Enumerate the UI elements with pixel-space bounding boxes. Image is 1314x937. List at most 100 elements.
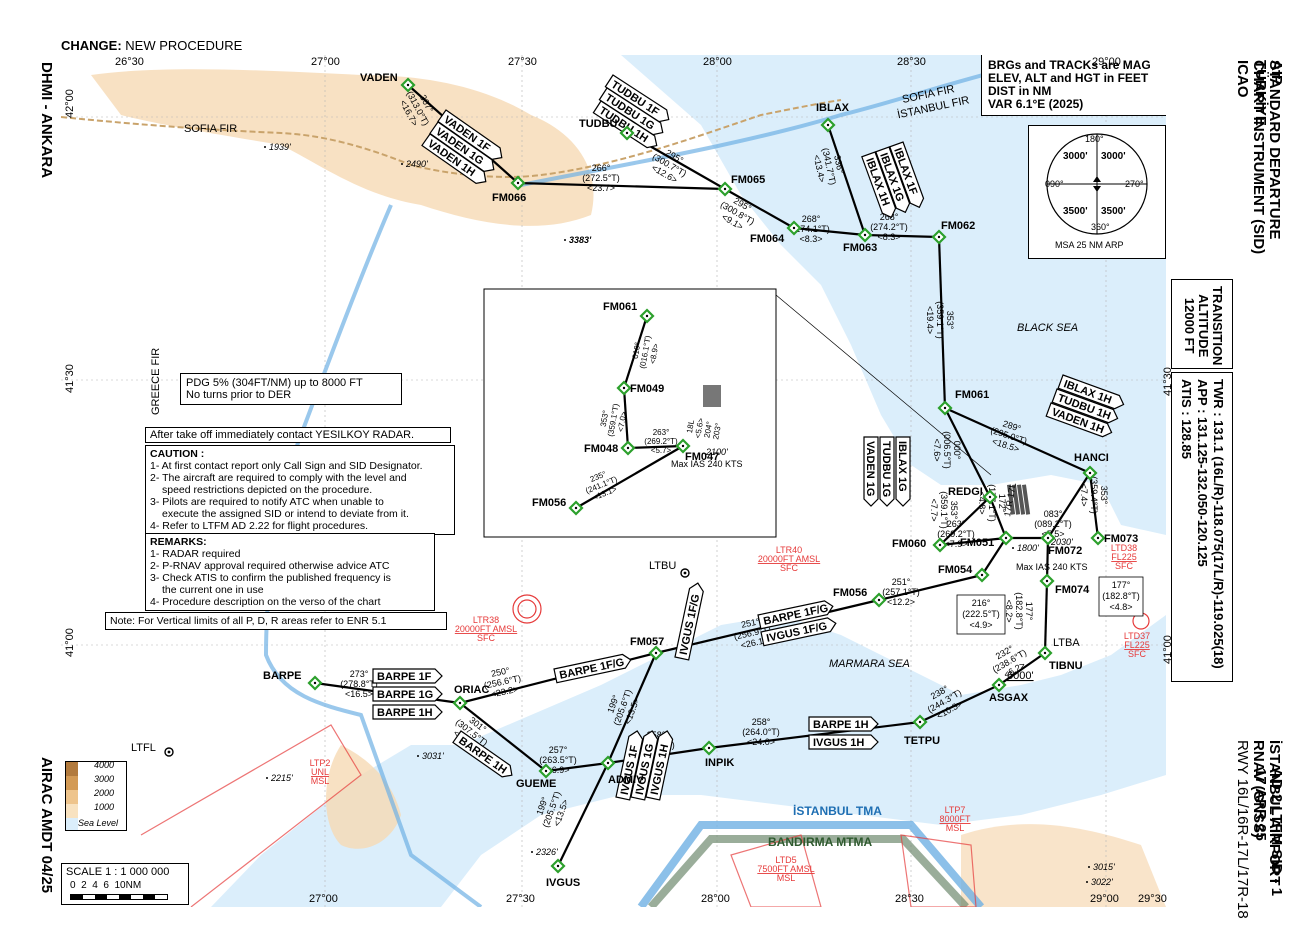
airac-label: AIRAC AMDT 04/25 <box>38 757 55 894</box>
elev-1: 2490' <box>405 159 428 169</box>
tag-ivgus-1h-b-shape <box>645 730 674 801</box>
seg-label-tibnu_fm074: 177°(182.8°T)<8.2> <box>1004 592 1034 630</box>
seg-text-fm054_fm056-1: (257.1°T) <box>882 587 920 597</box>
inset-waypoint-fm056: FM056 <box>532 497 584 516</box>
area-ltd5-0: LTD5 <box>775 855 796 865</box>
chart-type-2: CHART INSTRUMENT (SID) <box>1250 60 1267 255</box>
rwy-list: RWY 16L/16R-17L/17R-18 <box>1234 740 1251 919</box>
waypoint-admiv: ADMIV <box>600 755 644 786</box>
seg-text-oriac_barpe-2: <16.5> <box>345 689 373 699</box>
tag-iblax-1h-shape <box>861 151 897 219</box>
waypoint-inpik-dot <box>707 746 711 750</box>
change-label: CHANGE: <box>61 38 122 53</box>
waypoint-admiv-label: ADMIV <box>608 774 644 786</box>
caution-3b: execute the assigned SID or intend to de… <box>162 508 409 520</box>
inset-waypoint-fm049-dot <box>622 386 626 390</box>
caution-4: 4- Refer to LTFM AD 2.22 for flight proc… <box>150 520 369 532</box>
waypoint-fm054: FM054 <box>938 564 990 583</box>
msa-brg-right: 270° <box>1125 179 1144 189</box>
waypoint-fm060-label: FM060 <box>892 538 926 550</box>
label-bandirma-mtma: BANDIRMA MTMA <box>768 835 873 849</box>
waypoints-layer: VADENFM066TUDBUFM065IBLAXFM064FM063FM062… <box>263 72 1138 889</box>
seg-text-oriac_barpe-1: (278.8°T) <box>340 679 378 689</box>
msa-alt-sw: 3500' <box>1063 206 1088 217</box>
restricted-areas <box>140 594 1150 907</box>
waypoint-fm051: FM051 <box>960 530 1014 549</box>
tag-tudbu-1f-shape <box>604 74 670 123</box>
elev-dot-9 <box>1012 547 1014 549</box>
chart-id: AD 2 LTFM SID - 1 <box>1268 768 1285 897</box>
seg-label-fm063_fm064: 268°(274.1°T)<8.3> <box>792 214 830 244</box>
seg-text-fm072_hanci-1: (089.2°T) <box>1034 519 1072 529</box>
area-ltd37-2: SFC <box>1128 649 1147 659</box>
grat-top-4: 28°30 <box>897 56 926 68</box>
area-ltp2-2: MSL <box>311 776 330 786</box>
waypoint-gueme: GUEME <box>516 763 556 790</box>
waypoint-hanci: HANCI <box>1074 452 1109 481</box>
tag-ivgus-1fg-b-shape <box>760 617 837 647</box>
area-ltr38-2: SFC <box>477 633 496 643</box>
runway-0 <box>1007 484 1016 515</box>
msa-brg-top: 180° <box>1085 134 1104 144</box>
seg-text-oriac_barpe-0: 273° <box>350 669 369 679</box>
vertical-limits-note: Note: For Vertical limits of all P, D, R… <box>105 612 447 630</box>
inset-waypoint-fm061-label: FM061 <box>603 301 637 313</box>
waypoint-iblax-dot <box>826 123 830 127</box>
seg-text-tibnu_fm074-1: (182.8°T) <box>1014 592 1024 630</box>
route-tibnu-fm074 <box>1043 580 1049 654</box>
remarks-3: 3- Check ATIS to confirm the published f… <box>150 572 391 584</box>
seg-text-fm051_redgi-2: <4.8> <box>977 491 987 514</box>
seg-label-iblax: 336°(341.7°T)<13.4> <box>812 147 846 186</box>
info-box: BRGs and TRACKs are MAG ELEV, ALT and HG… <box>981 55 1166 116</box>
waypoint-tetpu: TETPU <box>904 714 940 747</box>
legend-level-1: 3000 <box>94 774 115 784</box>
tag-barpe-1h-c: BARPE 1H <box>808 716 879 732</box>
route-fm060-fm051 <box>939 536 1007 547</box>
area-ltd38-0: LTD38 <box>1111 543 1137 553</box>
airport-ltbu-label: LTBU <box>649 560 676 572</box>
label-istanbul-tma: İSTANBUL TMA <box>793 803 882 818</box>
waypoint-fm062: FM062 <box>931 220 975 245</box>
area-ltp2-1: UNL <box>311 767 329 777</box>
tag-barpe-1g-shape <box>372 686 443 702</box>
transition-line-3: 12000 FT <box>1182 297 1197 354</box>
waypoint-gueme-dot <box>544 769 548 773</box>
area-ltd38-2: SFC <box>1115 561 1134 571</box>
caution-2b: speed restrictions depicted on the proce… <box>162 484 373 496</box>
elev-7: 3022' <box>1091 877 1113 887</box>
tag-barpe-1fg-b-shape <box>757 600 834 630</box>
route-oriac-gueme <box>459 702 547 772</box>
waypoint-vaden-label: VADEN <box>360 72 398 84</box>
seg-box-fm074: 177°(182.8°T)<4.8> <box>1098 576 1144 617</box>
info-line-1: BRGs and TRACKs are MAG <box>988 58 1151 72</box>
inset-seg-text-inset_fm048-1: (269.2°T) <box>644 437 678 446</box>
change-note: CHANGE: NEW PROCEDURE <box>61 38 242 53</box>
elev-dot-5 <box>531 851 533 853</box>
chart-type-1: STANDARD DEPARTURE <box>1266 60 1283 240</box>
seg-box-fm054-fm051: 216°(222.5°T)<4.9> <box>956 594 1006 635</box>
frequency-box: TWR : 131.1 (16L/R)-118.075(17L/R)-119.0… <box>1171 372 1233 682</box>
waypoint-fm066-label: FM066 <box>492 192 526 204</box>
waypoint-fm073-dot <box>1096 536 1100 540</box>
seg-text-fm051_redgi-1: (177.1°T) <box>987 484 997 522</box>
seg-text-fm060_fm051-2: <7.9> <box>944 539 967 549</box>
elev-5: 2326' <box>535 847 558 857</box>
inset-waypoint-fm047: FM047 <box>675 438 719 463</box>
tag-barpe-1fg-a-shape <box>553 653 632 684</box>
waypoint-tudbu-label: TUDBU <box>579 118 618 130</box>
inset-seg-text-inset_fm048-2: <5.7> <box>651 446 672 455</box>
route-gueme-admiv <box>545 761 609 773</box>
tag-ivgus-1f-shape <box>615 730 644 801</box>
area-ltr38-1: 20000FT AMSL <box>455 624 517 634</box>
tag-vaden-1h-shape <box>421 133 487 184</box>
waypoint-hanci-label: HANCI <box>1074 452 1109 464</box>
tag-barpe-1f-shape <box>372 668 443 684</box>
caution-1: 1- At first contact report only Call Sig… <box>150 460 423 472</box>
seg-text-redgi_fm061-2: <7.6> <box>932 438 942 461</box>
inset-waypoint-fm048-dot <box>626 446 630 450</box>
seg-text-redgi_fm061-1: (006.5°T) <box>942 431 952 469</box>
seg-text-fm060_fm051-0: 263° <box>947 519 966 529</box>
freq-app: APP : 131.125-132.050-120.125 <box>1195 379 1210 567</box>
